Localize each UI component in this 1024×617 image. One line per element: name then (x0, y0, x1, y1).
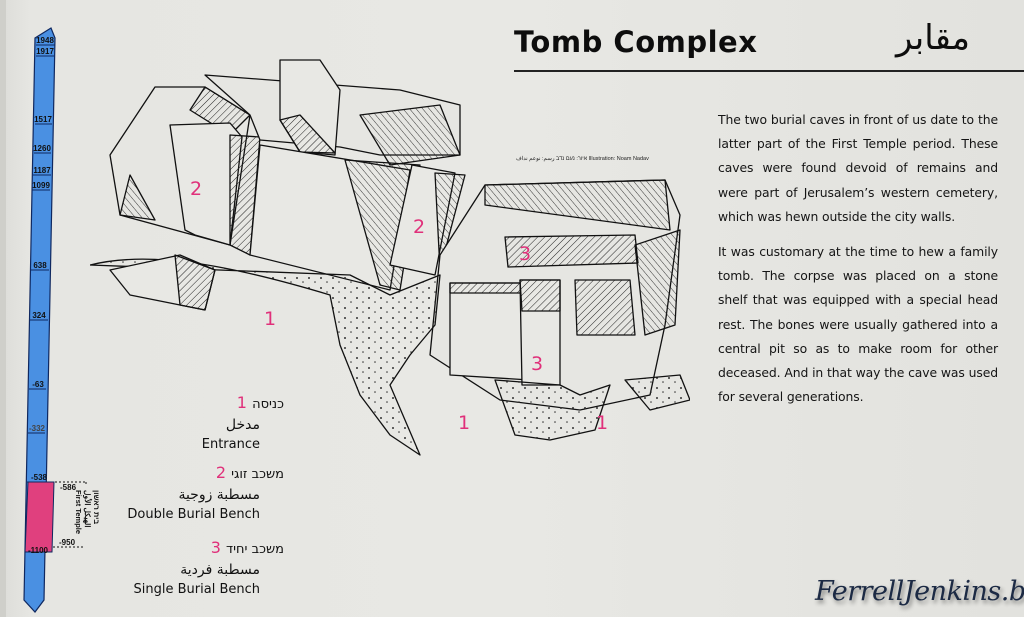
timeline-tick-label: 1517 (34, 115, 52, 124)
timeline-tick-label: -332 (28, 424, 46, 433)
legend-item-double-bench: משכב זוגי 2 مسطبة زوجية Double Burial Be… (127, 464, 284, 524)
upper-rock-mass (204, 59, 461, 166)
legend-number: 1 (236, 393, 247, 412)
legend-arabic: مدخل (225, 417, 260, 433)
drawing-label-entrance: 1 (264, 308, 276, 330)
watermark: FerrellJenkins.blog (815, 576, 1024, 607)
central-chamber (249, 144, 421, 291)
timeline-tick-label: 1917 (36, 47, 54, 56)
description-paragraph: The two burial caves in front of us date… (718, 112, 998, 224)
period-label-arabic: الهيكل الأول (83, 490, 92, 528)
timeline-tick-label: 1187 (33, 166, 51, 175)
timeline-tick-label: 1099 (32, 181, 50, 190)
drawing-label-double-bench: 2 (413, 216, 425, 238)
legend-english: Entrance (201, 437, 260, 452)
legend-english: Double Burial Bench (127, 507, 260, 522)
highlight-end-label: -950 (59, 538, 76, 547)
page-title-arabic: مقابر (896, 18, 970, 58)
drawing-label-entrance: 1 (596, 412, 608, 434)
highlight-period-label: בית ראשון الهيكل الأول First Temple (51, 490, 101, 550)
timeline-tick-label: 1948 (36, 36, 54, 45)
drawing-label-single-bench: 3 (531, 353, 543, 375)
timeline: 1948 1917 1517 1260 1187 1099 638 324 -6… (0, 0, 130, 617)
right-chamber (429, 179, 681, 411)
drawing-label-single-bench: 3 (519, 243, 531, 265)
legend-hebrew: משכב זוגי (231, 467, 284, 482)
legend-item-single-bench: משכב יחיד 3 مسطبة فردية Single Burial Be… (134, 539, 284, 599)
left-chamber (109, 86, 261, 256)
timeline-ticks (25, 44, 55, 553)
left-entrance (109, 254, 216, 311)
sign-edge (0, 0, 6, 617)
timeline-tick-label: -538 (30, 473, 48, 482)
timeline-tick-label: -1100 (27, 546, 49, 555)
timeline-bar (23, 27, 87, 613)
timeline-tick-label: 324 (32, 311, 46, 320)
tomb-illustration: 2 2 3 3 1 1 1 (90, 59, 690, 456)
legend-arabic: مسطبة فردية (180, 562, 260, 578)
page-title: Tomb Complex (514, 25, 758, 59)
drawing-label-double-bench: 2 (190, 178, 202, 200)
legend-arabic: مسطبة زوجية (178, 487, 260, 503)
illustration-credit: איור: נעם נדב رسم: نوعم نداف Illustratio… (516, 156, 649, 162)
legend-number: 2 (215, 463, 227, 482)
timeline-highlight (24, 481, 55, 553)
period-label-hebrew: בית ראשון (92, 490, 101, 525)
highlight-start-label: -586 (60, 483, 77, 492)
title-divider (514, 70, 1024, 72)
legend-english: Single Burial Bench (133, 582, 260, 597)
description-paragraph: It was customary at the time to hew a fa… (718, 244, 998, 405)
period-label-english: First Temple (74, 490, 83, 535)
legend-hebrew: כניסה (252, 397, 284, 412)
drawing-label-entrance: 1 (458, 412, 470, 434)
legend-number: 3 (210, 538, 221, 557)
highlight-bracket (53, 481, 87, 548)
timeline-tick-label: 1260 (33, 144, 51, 153)
passage-floor (90, 258, 690, 456)
timeline-tick-label: 638 (33, 261, 47, 270)
legend-hebrew: משכב יחיד (226, 542, 284, 557)
timeline-tick-label: -63 (32, 380, 44, 389)
legend-item-entrance: כניסה 1 مدخل Entrance (202, 394, 284, 454)
right-double-bench (389, 164, 466, 276)
